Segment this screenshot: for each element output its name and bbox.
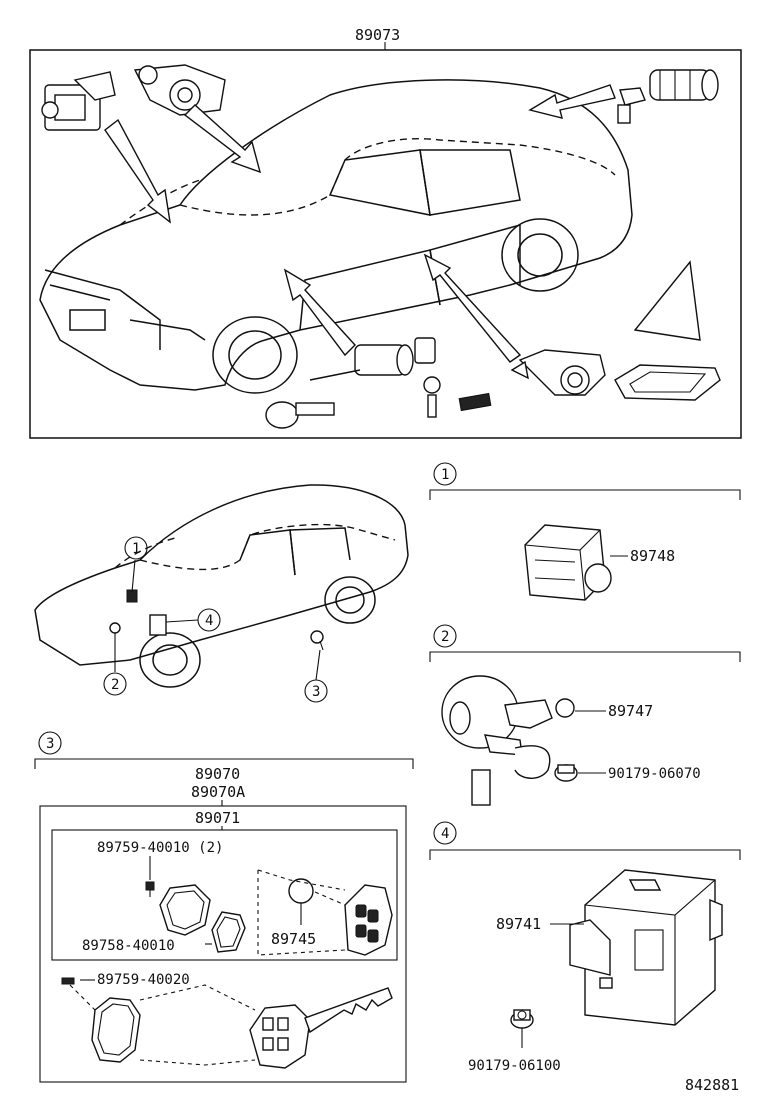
callout-4-num: 4: [205, 613, 213, 629]
ignition-lock-part: [309, 337, 441, 418]
screw-89759-40010: [145, 881, 155, 897]
label-89070: 89070: [195, 765, 240, 783]
remote-key: [249, 987, 393, 1069]
section-3-outer-frame: [39, 805, 407, 1083]
top-section-frame: [29, 49, 742, 439]
courtesy-switch-89748: [524, 524, 612, 601]
label-89071: 89071: [195, 809, 240, 827]
ignition-switch-89747: [441, 675, 575, 806]
section-3-num: 3: [46, 736, 54, 752]
section-2: 2 89747 90179-06070: [429, 624, 741, 806]
part-89741-label: 89741: [496, 915, 541, 933]
console-tray-part: [614, 364, 721, 401]
location-car-illustration: 1 2 3 4: [34, 484, 409, 703]
part-90179-06100-label: 90179-06100: [468, 1058, 561, 1074]
section-4-num: 4: [441, 826, 449, 842]
pointer-arrows: [104, 84, 616, 363]
section-2-num: 2: [441, 629, 449, 645]
door-lock-cylinder-part: [510, 349, 606, 396]
part-89748-label: 89748: [630, 547, 675, 565]
part-89759-40010-label: 89759-40010 (2): [97, 840, 223, 856]
callout-2-num: 2: [111, 677, 119, 693]
callout-3-num: 3: [312, 684, 320, 700]
section-1-num: 1: [441, 467, 449, 483]
rear-lock-cylinder-part: [617, 69, 719, 124]
trunk-lock-part: [133, 64, 226, 116]
battery-89745: [288, 878, 314, 904]
top-section-label: 89073: [355, 26, 400, 44]
part-89745-label: 89745: [271, 930, 316, 948]
section-3: 3 89070 89070A 89071 89759-40010 (2) 897…: [34, 731, 414, 1083]
car-illustration-top: [39, 79, 633, 394]
nut-90179-06070: [554, 764, 578, 782]
label-89070A: 89070A: [191, 783, 245, 801]
nut-90179-06100: [510, 1009, 534, 1029]
gasket-89758-40010: [211, 911, 246, 953]
part-90179-06070-label: 90179-06070: [608, 766, 701, 782]
section-4: 4 89741 90179-06100: [429, 821, 741, 1074]
section-1: 1 89748: [429, 462, 741, 601]
part-89758-40010-label: 89758-40010: [82, 938, 175, 954]
ecu-89741: [569, 869, 723, 1026]
part-89759-40020-label: 89759-40020: [97, 972, 190, 988]
top-section: 89073: [29, 26, 742, 439]
transmitter-89071: [344, 884, 393, 956]
key-part-top: [265, 392, 492, 429]
key-cover-half: [91, 997, 141, 1063]
section-3-inner-frame: [51, 829, 398, 961]
window-glass-part: [633, 260, 701, 341]
hood-courtesy-switch-part: [41, 71, 116, 131]
screw-89759-40020: [61, 977, 75, 985]
callout-1-num: 1: [132, 541, 140, 557]
transmitter-case-half: [159, 884, 211, 936]
part-89747-label: 89747: [608, 702, 653, 720]
diagram-id: 842881: [685, 1076, 739, 1094]
